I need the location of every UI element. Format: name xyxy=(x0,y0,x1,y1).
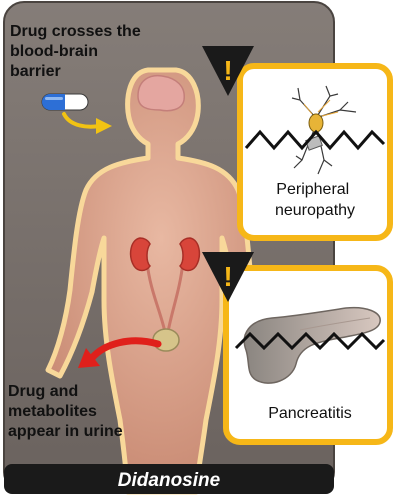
annotation-line: Drug and xyxy=(8,383,78,400)
annotation-line: blood-brain xyxy=(10,43,98,60)
effect-label-line: neuropathy xyxy=(275,202,355,219)
effect-label-line: Peripheral xyxy=(276,181,349,198)
effect-label-pancreatitis: Pancreatitis xyxy=(268,405,352,422)
annotation-line: metabolites xyxy=(8,403,97,420)
effect-card-peripheral-neuropathy: Peripheral neuropathy xyxy=(240,66,390,238)
capsule-icon xyxy=(42,94,88,110)
annotation-line: appear in urine xyxy=(8,423,123,440)
annotation-line: Drug crosses the xyxy=(10,23,141,40)
drug-name-title: Didanosine xyxy=(118,470,221,491)
warning-mark: ! xyxy=(223,55,232,86)
effect-card-pancreatitis: Pancreatitis xyxy=(226,268,390,442)
kidney-icon xyxy=(131,238,150,271)
annotation-line: barrier xyxy=(10,63,61,80)
bladder-icon xyxy=(153,329,179,351)
warning-mark: ! xyxy=(223,261,232,292)
kidney-icon xyxy=(180,238,199,271)
neuron-body xyxy=(309,114,323,132)
